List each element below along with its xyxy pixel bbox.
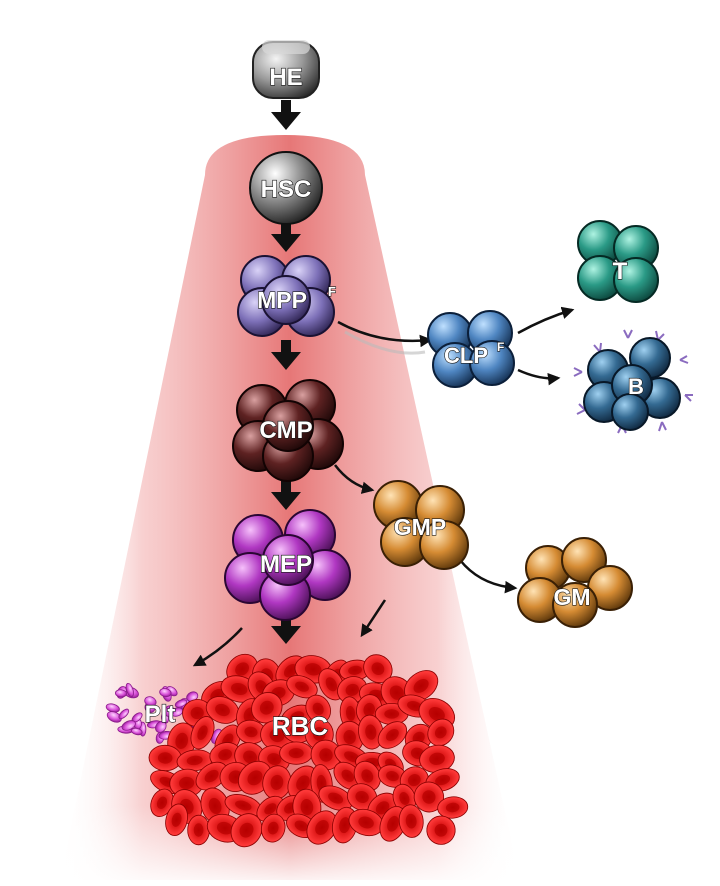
cmp-cell: CMP	[232, 379, 344, 482]
red-blood-cell	[419, 744, 455, 773]
platelet	[155, 720, 167, 733]
red-blood-cell	[377, 721, 408, 749]
mep-label: MEP	[260, 551, 312, 578]
platelet	[125, 682, 134, 698]
red-blood-cell	[190, 716, 215, 750]
red-blood-cell	[437, 796, 469, 819]
red-blood-cell	[165, 803, 188, 837]
platelet	[174, 699, 188, 708]
red-blood-cell	[205, 696, 240, 724]
red-blood-cell	[413, 781, 445, 813]
cmp-label: CMP	[259, 417, 312, 444]
red-blood-cell	[358, 714, 384, 750]
hsc-cell: HSC	[249, 151, 323, 225]
t-label: T	[613, 258, 628, 285]
red-blood-cell	[286, 675, 318, 699]
clp-superscript: F	[497, 340, 504, 354]
arrow-mep-to-rbc	[271, 614, 301, 644]
gm-cell: GM	[517, 537, 633, 628]
t-cell: T	[577, 220, 659, 303]
red-blood-cell	[318, 785, 353, 811]
platelet	[118, 708, 130, 720]
clp-cell: CLP F	[427, 310, 515, 388]
platelet	[159, 688, 172, 698]
arrow-hsc-to-mpp	[271, 222, 301, 252]
hsc-label: HSC	[261, 176, 312, 203]
platelet	[163, 705, 175, 717]
b-label: B	[628, 374, 644, 399]
arrow-he-to-hsc	[271, 100, 301, 130]
red-blood-cell	[262, 765, 292, 800]
arrow-clp-to-t	[517, 306, 575, 335]
red-blood-cell	[209, 742, 241, 768]
b-cell: B	[573, 329, 693, 434]
plt-label: Plt	[145, 701, 176, 728]
clp-label: CLP	[444, 343, 488, 368]
arrow-mpp-to-clp-shadow	[344, 330, 426, 355]
he-label: HE	[269, 64, 302, 91]
mpp-label: MPP	[257, 287, 307, 313]
mep-cell: MEP	[224, 509, 351, 621]
red-blood-cell	[150, 788, 174, 817]
arrow-mpp-to-clp	[337, 320, 433, 348]
platelet	[131, 727, 143, 736]
gm-label: GM	[553, 584, 590, 610]
platelet	[115, 689, 127, 698]
arrow-gmp-to-gm	[459, 559, 518, 594]
mpp-cell: MPP F	[237, 255, 337, 337]
platelet	[106, 711, 122, 723]
arrow-cmp-to-mep	[271, 480, 301, 510]
rbc-label: RBC	[272, 711, 329, 741]
arrow-cmp-to-gmp	[334, 464, 375, 494]
gmp-label: GMP	[394, 514, 446, 540]
red-blood-cell	[260, 813, 286, 843]
red-blood-cell	[426, 815, 456, 845]
rbc-pile	[148, 653, 469, 848]
red-blood-cell	[281, 718, 312, 744]
red-blood-cell	[305, 694, 331, 724]
mpp-superscript: F	[328, 284, 336, 299]
gmp-cell: GMP	[373, 480, 469, 570]
red-blood-cell	[398, 804, 424, 838]
red-blood-cell	[251, 692, 283, 724]
arrow-gmp-to-rbc	[360, 599, 387, 638]
platelet	[144, 696, 157, 707]
arrow-mpp-to-cmp	[271, 340, 301, 370]
he-cell: HE	[252, 40, 320, 99]
arrow-clp-to-b	[517, 368, 561, 386]
red-blood-cell	[377, 764, 408, 788]
red-blood-cell	[187, 814, 210, 846]
red-blood-cell	[348, 808, 384, 837]
red-blood-cell	[427, 718, 455, 747]
red-blood-cell	[195, 761, 228, 791]
red-blood-cell	[224, 794, 263, 817]
red-blood-cell	[176, 749, 213, 772]
arrow-mep-to-plt	[192, 627, 243, 667]
red-blood-cell	[279, 741, 314, 765]
platelet-cluster: Plt	[105, 682, 224, 744]
red-blood-cell	[230, 813, 263, 848]
platelet	[121, 720, 136, 731]
